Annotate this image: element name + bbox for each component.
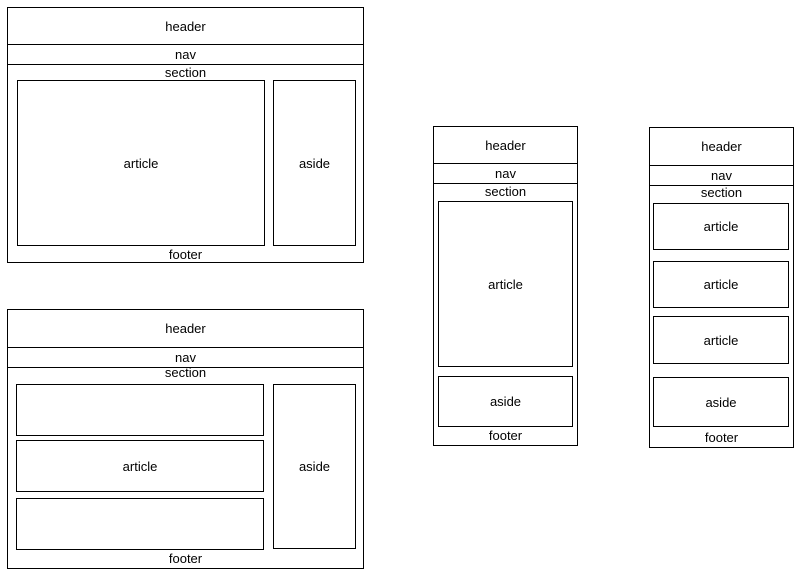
diagram-1-section-label: section — [164, 65, 207, 80]
diagram-3-aside: aside — [438, 376, 573, 427]
diagram-4-footer-label: footer — [704, 430, 739, 445]
diagram-2-aside: aside — [273, 384, 356, 549]
diagram-1-nav-label: nav — [175, 47, 196, 62]
diagram-1-aside: aside — [273, 80, 356, 246]
diagram-4-aside: aside — [653, 377, 789, 427]
diagram-2-article-label: article — [122, 458, 158, 474]
diagram-1-header: header — [7, 7, 364, 45]
diagram-4-header-label: header — [701, 139, 742, 154]
diagram-1-article: article — [17, 80, 265, 246]
diagram-1-nav: nav — [7, 44, 364, 65]
diagram-4-header: header — [649, 127, 794, 166]
diagram-4-nav: nav — [649, 165, 794, 186]
diagram-4-aside-label: aside — [705, 394, 737, 410]
diagram-4-article-2-label: article — [703, 277, 739, 292]
diagram-1-aside-label: aside — [298, 155, 331, 171]
diagram-2-section-label: section — [164, 365, 207, 380]
diagram-4-article-3: article — [653, 316, 789, 364]
diagram-2-aside-label: aside — [298, 459, 331, 474]
diagram-1-header-label: header — [165, 18, 206, 34]
diagram-3-article-label: article — [488, 276, 523, 292]
diagram-4-article-3-label: article — [703, 332, 739, 348]
diagram-3-header: header — [433, 126, 578, 164]
diagram-2-footer-label: footer — [168, 551, 203, 566]
diagram-3-header-label: header — [485, 137, 526, 153]
diagram-4-section-label: section — [700, 185, 743, 200]
diagram-2-article-bottom — [16, 498, 264, 550]
diagram-3-nav: nav — [433, 163, 578, 184]
diagram-4-article-1: article — [653, 203, 789, 250]
diagram-2-header: header — [7, 309, 364, 348]
diagram-2-article-top — [16, 384, 264, 436]
diagram-4-article-2: article — [653, 261, 789, 308]
diagram-2-nav: nav — [7, 347, 364, 368]
diagram-2-article-middle: article — [16, 440, 264, 492]
diagram-3-section-label: section — [484, 184, 527, 199]
diagram-3-nav-label: nav — [495, 166, 516, 181]
diagram-3-article: article — [438, 201, 573, 367]
diagram-1-footer-label: footer — [168, 247, 203, 262]
diagram-4-article-1-label: article — [703, 219, 739, 234]
diagram-4-nav-label: nav — [711, 168, 732, 183]
diagram-3-footer-label: footer — [488, 428, 523, 443]
diagram-2-header-label: header — [165, 321, 206, 336]
diagram-3-aside-label: aside — [489, 394, 522, 409]
diagram-1-article-label: article — [123, 155, 159, 171]
diagram-2-nav-label: nav — [175, 350, 196, 365]
